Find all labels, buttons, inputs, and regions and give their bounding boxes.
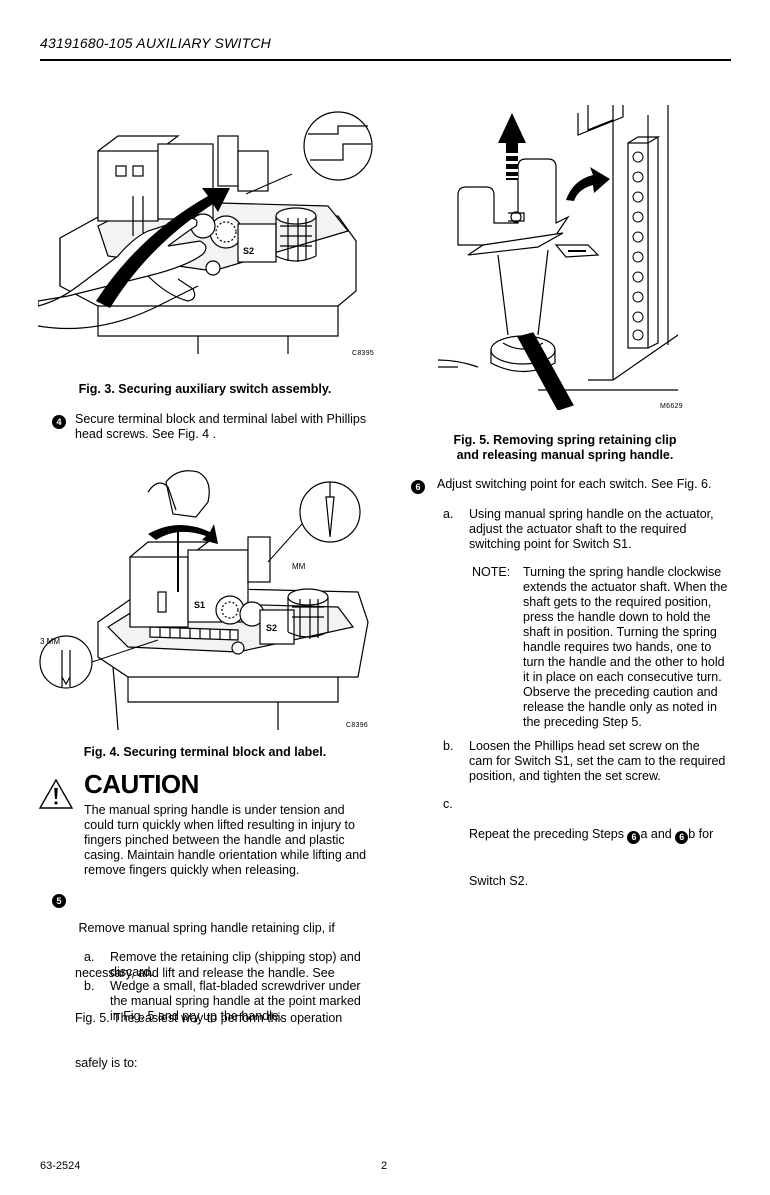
note-label: NOTE: [472, 565, 511, 579]
step5-b-marker: b. [84, 979, 95, 993]
fig5-code: M6629 [660, 403, 683, 410]
warning-triangle-icon [38, 778, 74, 810]
fig3-label-s2: S2 [243, 246, 254, 256]
step5-a-text: Remove the retaining clip (shipping stop… [110, 950, 361, 979]
step6-marker: 6 [411, 478, 425, 494]
step6-a-text: Using manual spring handle on the actuat… [469, 507, 714, 551]
caution-text: The manual spring handle is under tensio… [84, 803, 367, 877]
step6-a-marker: a. [443, 507, 454, 521]
footer-page-number: 2 [381, 1160, 388, 1172]
fig3-code: C8395 [352, 350, 375, 357]
fig5-caption: Fig. 5. Removing spring retaining clip a… [453, 433, 677, 462]
fig4-code: C8396 [346, 722, 369, 729]
step4-marker: 4 [52, 413, 66, 429]
footer-doc-number: 63-2524 [40, 1160, 81, 1172]
note-text: Turning the spring handle clockwise exte… [523, 565, 728, 729]
fig4-label-s2: S2 [266, 623, 277, 633]
step5-b-text: Wedge a small, flat-bladed screwdriver u… [110, 979, 361, 1023]
caution-heading: CAUTION [84, 769, 199, 799]
fig3-caption: Fig. 3. Securing auxiliary switch assemb… [78, 382, 332, 396]
fig3-illustration: S2 [37, 96, 378, 358]
header-rule [40, 59, 731, 61]
step6-b-marker: b. [443, 739, 454, 753]
step6-b-text: Loosen the Phillips head set screw on th… [469, 739, 726, 783]
document-header-title: 43191680-105 AUXILIARY SWITCH [40, 35, 271, 51]
fig4-label-s1: S1 [194, 600, 205, 610]
fig5-illustration [437, 105, 688, 411]
step6-text: Adjust switching point for each switch. … [437, 477, 712, 491]
step5-a-marker: a. [84, 950, 95, 964]
fig4-label-mm: MM [292, 562, 306, 571]
fig4-caption: Fig. 4. Securing terminal block and labe… [83, 745, 327, 759]
step4-text: Secure terminal block and terminal label… [75, 412, 367, 441]
fig4-label-3mm: 3 MM [40, 637, 60, 646]
step5-text: Remove manual spring handle retaining cl… [75, 921, 343, 1070]
step6-c-marker: c. [443, 797, 453, 811]
fig4-illustration: 3 MM MM S1 S2 [38, 462, 378, 731]
step5-marker: 5 [52, 892, 66, 908]
